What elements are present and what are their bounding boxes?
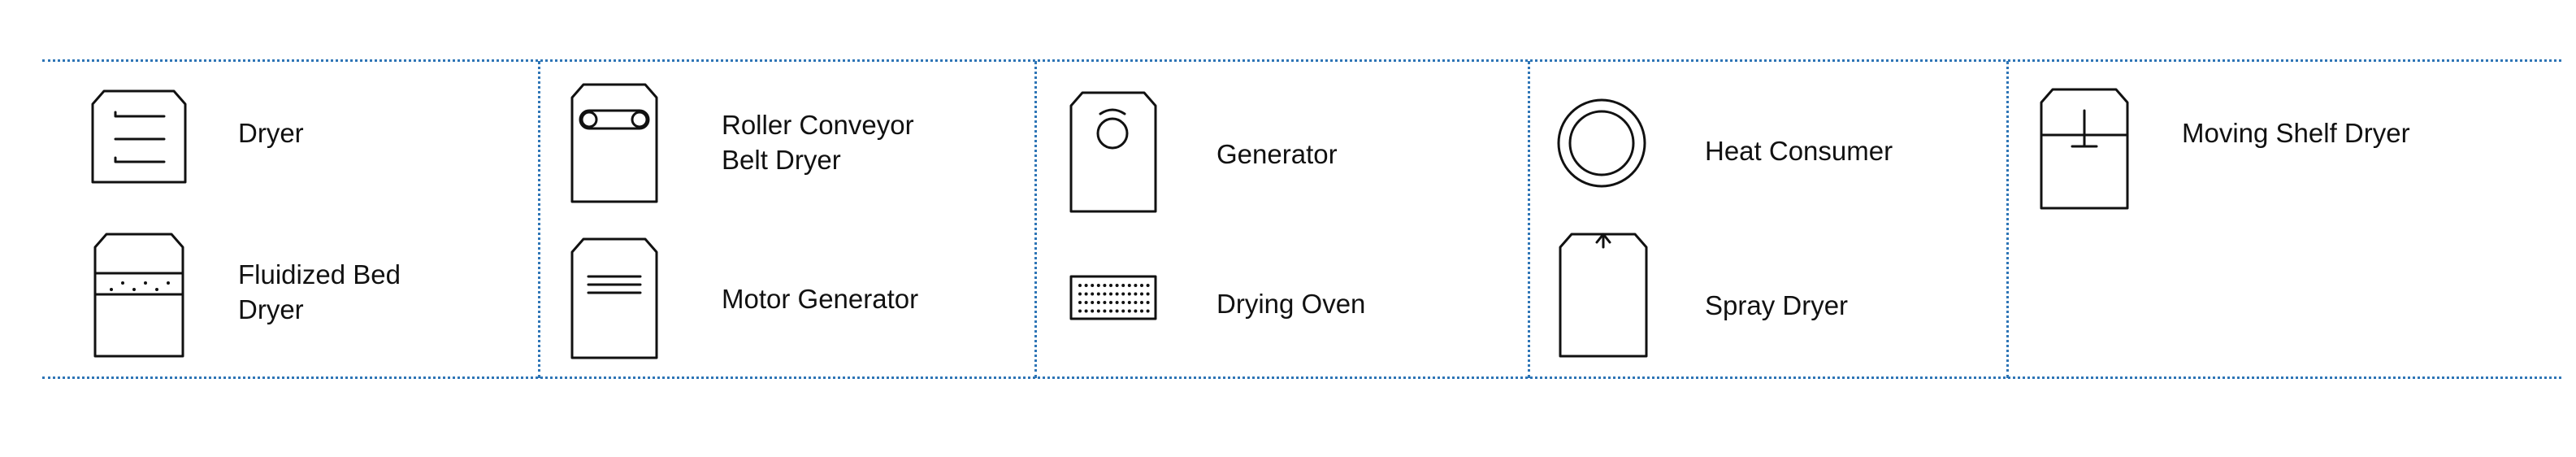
legend-label-heat-consumer: Heat Consumer (1705, 136, 1893, 166)
oven-dot (1134, 292, 1138, 296)
bottom-divider (42, 376, 2561, 379)
oven-dot (1134, 309, 1138, 313)
drying-oven-grid-icon (1078, 284, 1150, 313)
oven-dot (1127, 292, 1131, 296)
top-divider (42, 59, 2561, 62)
oven-dot (1146, 301, 1150, 304)
fluidized-bed-dryer-icon (93, 233, 184, 358)
oven-dot (1121, 284, 1125, 287)
oven-dot (1084, 301, 1088, 304)
oven-dot (1146, 292, 1150, 296)
oven-dot (1146, 309, 1150, 313)
legend-label-spray-dryer: Spray Dryer (1705, 290, 1849, 320)
oven-dot (1134, 284, 1138, 287)
column-divider (2006, 61, 2009, 378)
oven-dot (1091, 309, 1095, 313)
oven-dot (1078, 292, 1082, 296)
oven-dot (1109, 301, 1112, 304)
oven-dot (1140, 292, 1143, 296)
dryer-icon (91, 89, 187, 184)
legend-label-motor-generator: Motor Generator (722, 284, 919, 314)
oven-dot (1127, 301, 1131, 304)
oven-dot (1115, 309, 1119, 313)
column-divider (538, 61, 540, 378)
motor-generator-icon (570, 237, 658, 359)
oven-dot (1109, 284, 1112, 287)
oven-dot (1084, 309, 1088, 313)
oven-dot (1091, 292, 1095, 296)
oven-dot (1127, 284, 1131, 287)
oven-dot (1115, 301, 1119, 304)
oven-dot (1091, 284, 1095, 287)
oven-dot (1084, 292, 1088, 296)
legend-label-generator: Generator (1216, 139, 1338, 169)
oven-dot (1103, 301, 1107, 304)
oven-dot (1121, 292, 1125, 296)
oven-dot (1109, 292, 1112, 296)
oven-dot (1127, 309, 1131, 313)
oven-dot (1096, 301, 1100, 304)
legend-label-fluidized-bed-dryer: Fluidized Bed Dryer (238, 259, 401, 324)
oven-dot (1078, 284, 1082, 287)
oven-dot (1121, 309, 1125, 313)
oven-dot (1140, 284, 1143, 287)
moving-shelf-dryer-icon (2040, 88, 2129, 210)
oven-dot (1146, 284, 1150, 287)
oven-dot (1115, 284, 1119, 287)
oven-dot (1078, 301, 1082, 304)
oven-dot (1096, 284, 1100, 287)
oven-dot (1121, 301, 1125, 304)
column-divider (1034, 61, 1037, 378)
oven-dot (1103, 292, 1107, 296)
oven-dot (1084, 284, 1088, 287)
oven-dot (1140, 301, 1143, 304)
oven-dot (1096, 309, 1100, 313)
oven-dot (1096, 292, 1100, 296)
oven-dot (1134, 301, 1138, 304)
oven-dot (1109, 309, 1112, 313)
legend-label-roller-conveyor-belt-dryer: Roller Conveyor Belt Dryer (722, 110, 914, 175)
legend-label-moving-shelf-dryer: Moving Shelf Dryer (2182, 118, 2410, 148)
oven-dot (1078, 309, 1082, 313)
column-divider (1528, 61, 1530, 378)
generator-icon (1069, 91, 1157, 213)
legend-label-dryer: Dryer (238, 118, 304, 148)
legend-label-drying-oven: Drying Oven (1216, 289, 1366, 319)
oven-dot (1140, 309, 1143, 313)
roller-conveyor-belt-dryer-icon (570, 83, 658, 203)
oven-dot (1103, 309, 1107, 313)
oven-dot (1103, 284, 1107, 287)
drying-oven-icon (1069, 275, 1157, 320)
oven-dot (1091, 301, 1095, 304)
spray-dryer-icon (1559, 233, 1648, 358)
heat-consumer-icon (1557, 98, 1646, 188)
oven-dot (1115, 292, 1119, 296)
